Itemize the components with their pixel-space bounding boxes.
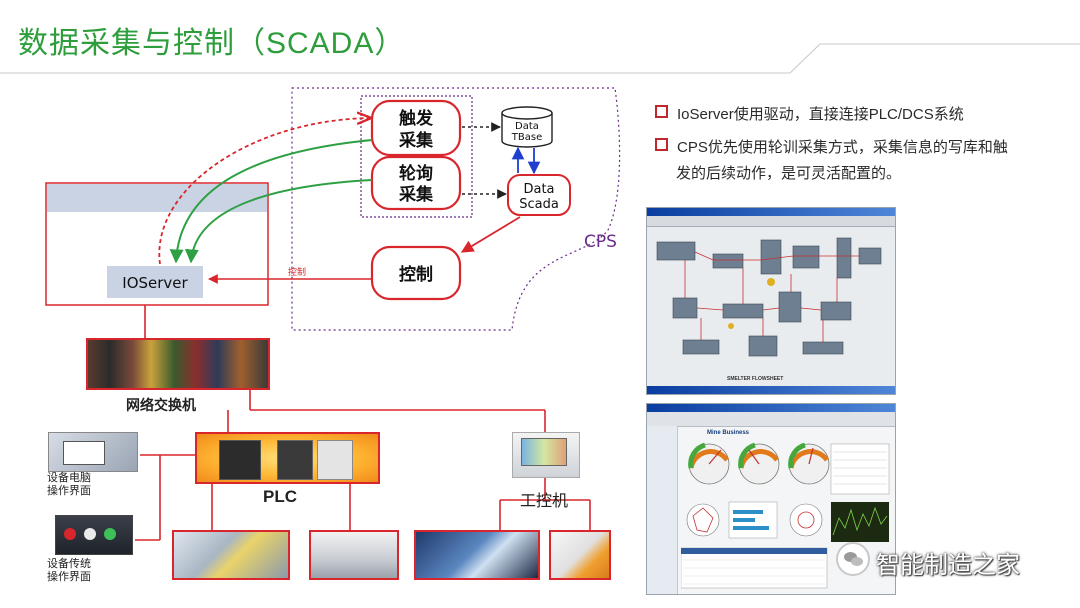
smelter-flowsheet-screenshot: SMELTER FLOWSHEET xyxy=(646,207,896,395)
scada-to-control-arrow xyxy=(460,216,521,253)
mine-dashboard-screenshot: Mine Business xyxy=(646,403,896,595)
poll-collect-line2: 采集 xyxy=(398,184,434,205)
watermark-text: 智能制造之家 xyxy=(876,552,1020,579)
ioserver-to-trigger-dashed-arrow xyxy=(158,118,370,265)
trigger-collect-line2: 采集 xyxy=(398,130,434,151)
bullet-cps-continued: 发的后续动作，是可灵活配置的。 xyxy=(676,162,901,183)
device-traditional-image xyxy=(55,515,133,555)
database-icon xyxy=(501,106,553,148)
flowsheet-caption: SMELTER FLOWSHEET xyxy=(727,376,784,382)
ioserver-label: IOServer xyxy=(122,274,188,292)
database-label-line2: TBase xyxy=(511,132,542,143)
device-pc-label-line1: 设备电脑 xyxy=(47,472,91,484)
bullet-cps: CPS优先使用轮训采集方式，采集信息的写库和触 xyxy=(655,136,1008,157)
bullet-ioserver: IoServer使用驱动，直接连接PLC/DCS系统 xyxy=(655,103,964,124)
device-traditional-label-line2: 操作界面 xyxy=(47,571,91,583)
trigger-to-ioserver-green-arrow xyxy=(169,139,373,264)
bullet-square-icon xyxy=(655,105,668,118)
slide-title: 数据采集与控制（SCADA） xyxy=(18,27,406,60)
trigger-collect-node xyxy=(370,99,462,157)
poll-collect-node xyxy=(370,155,462,211)
trigger-collect-line1: 触发 xyxy=(398,108,434,129)
dashboard-title: Mine Business xyxy=(707,430,750,436)
title-underline xyxy=(0,43,1080,74)
flowsheet-graphic xyxy=(656,237,882,357)
bullet-square-icon xyxy=(655,138,668,151)
dashboard-graphic xyxy=(681,442,890,589)
server-frame-header xyxy=(47,184,267,212)
production-line-image xyxy=(172,530,290,580)
ipc-label: 工控机 xyxy=(520,493,569,510)
ioserver-node xyxy=(107,266,203,298)
cps-label: CPS xyxy=(584,232,617,252)
control-node xyxy=(370,245,462,301)
plc-image xyxy=(195,432,380,484)
plc-label: PLC xyxy=(263,487,297,506)
data-scada-line2: Scada xyxy=(519,197,559,212)
robot-cell-image xyxy=(414,530,540,580)
poll-collect-line1: 轮询 xyxy=(399,163,433,184)
network-lines xyxy=(135,305,591,541)
data-scada-node xyxy=(507,174,571,216)
bullet-text: 发的后续动作，是可灵活配置的。 xyxy=(676,165,902,182)
poll-to-ioserver-green-arrow xyxy=(184,179,373,264)
network-switch-image xyxy=(86,338,270,390)
bullet-text: IoServer使用驱动，直接连接PLC/DCS系统 xyxy=(677,106,964,123)
robot-arm-image xyxy=(549,530,611,580)
device-pc-image xyxy=(48,432,138,472)
data-scada-line1: Data xyxy=(523,182,554,197)
cnc-machine-image xyxy=(309,530,399,580)
network-switch-label: 网络交换机 xyxy=(126,397,196,413)
ipc-image xyxy=(512,432,580,478)
device-traditional-label-line1: 设备传统 xyxy=(47,558,91,570)
cps-boundary xyxy=(291,87,621,331)
device-traditional-label: 设备传统 操作界面 xyxy=(47,558,91,584)
control-line-label: 控制 xyxy=(288,266,306,278)
control-node-label: 控制 xyxy=(399,264,433,285)
wechat-logo-icon xyxy=(836,542,870,576)
device-pc-label-line2: 操作界面 xyxy=(47,485,91,497)
bullet-text: CPS优先使用轮训采集方式，采集信息的写库和触 xyxy=(677,139,1008,156)
device-pc-label: 设备电脑 操作界面 xyxy=(47,472,91,498)
database-label-line1: Data xyxy=(515,121,539,132)
